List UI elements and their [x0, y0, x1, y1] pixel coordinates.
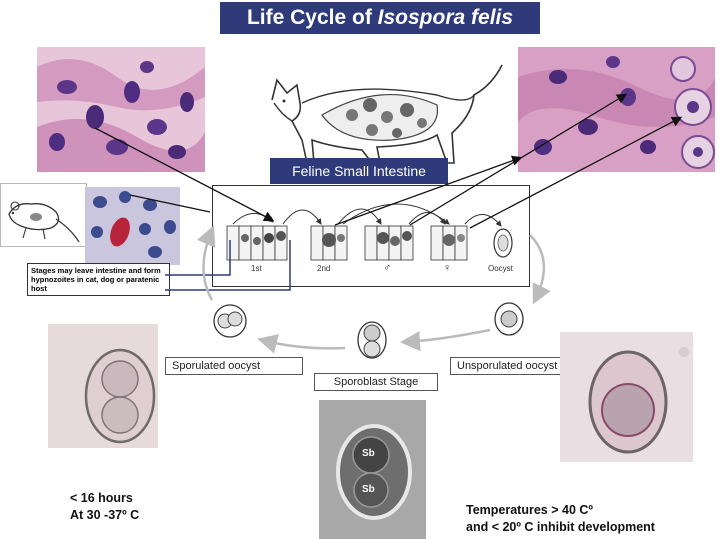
- label-sporoblast-stage: Sporoblast Stage: [314, 373, 438, 391]
- caption-time-line1: < 16 hours: [70, 491, 133, 505]
- micrograph-sporoblast: Sb Sb: [319, 400, 426, 539]
- intestine-label: Feline Small Intestine: [270, 158, 448, 184]
- stage-group-1st: [226, 225, 288, 261]
- stage-label-female: ♀: [443, 262, 452, 274]
- histology-photo-top-right: [518, 47, 715, 172]
- stage-label-1st: 1st: [251, 264, 262, 273]
- unsporulated-oocyst-drawing: [492, 301, 526, 337]
- sb-label-2: Sb: [362, 484, 375, 495]
- stage-label-oocyst: Oocyst: [488, 264, 513, 273]
- cat-illustration: [262, 55, 512, 165]
- caption-time-line2: At 30 -37º C: [70, 508, 140, 522]
- stage-label-male: ♂: [383, 262, 392, 274]
- stage-group-male: [364, 225, 414, 261]
- stage-oocyst: [493, 228, 513, 258]
- mouse-illustration: [0, 183, 87, 247]
- histology-photo-top-left: [37, 47, 205, 172]
- caption-temp-line2: and < 20º C inhibit development: [466, 520, 655, 534]
- hypnozoite-note: Stages may leave intestine and form hypn…: [27, 263, 170, 296]
- title-species: Isospora felis: [377, 6, 514, 29]
- histology-photo-middle-left: [85, 187, 180, 265]
- diagram-title: Life Cycle of Isospora felis: [220, 2, 540, 34]
- note-text: Stages may leave intestine and form hypn…: [31, 266, 161, 293]
- stage-group-2nd: [310, 225, 348, 261]
- title-prefix: Life Cycle of: [246, 6, 378, 29]
- sporulated-oocyst-drawing: [212, 303, 248, 339]
- sb-label-1: Sb: [362, 448, 375, 459]
- sporoblast-drawing: [355, 320, 389, 360]
- micrograph-sporulated: [48, 324, 158, 448]
- stage-label-2nd: 2nd: [317, 264, 331, 273]
- caption-temp-line1: Temperatures > 40 Cº: [466, 503, 593, 517]
- micrograph-unsporulated: [560, 332, 693, 462]
- intestine-diagram: 1st 2nd ♂ ♀ Oocyst: [212, 185, 530, 287]
- label-sporulated-oocyst: Sporulated oocyst: [165, 357, 303, 375]
- stage-group-female: [430, 225, 468, 261]
